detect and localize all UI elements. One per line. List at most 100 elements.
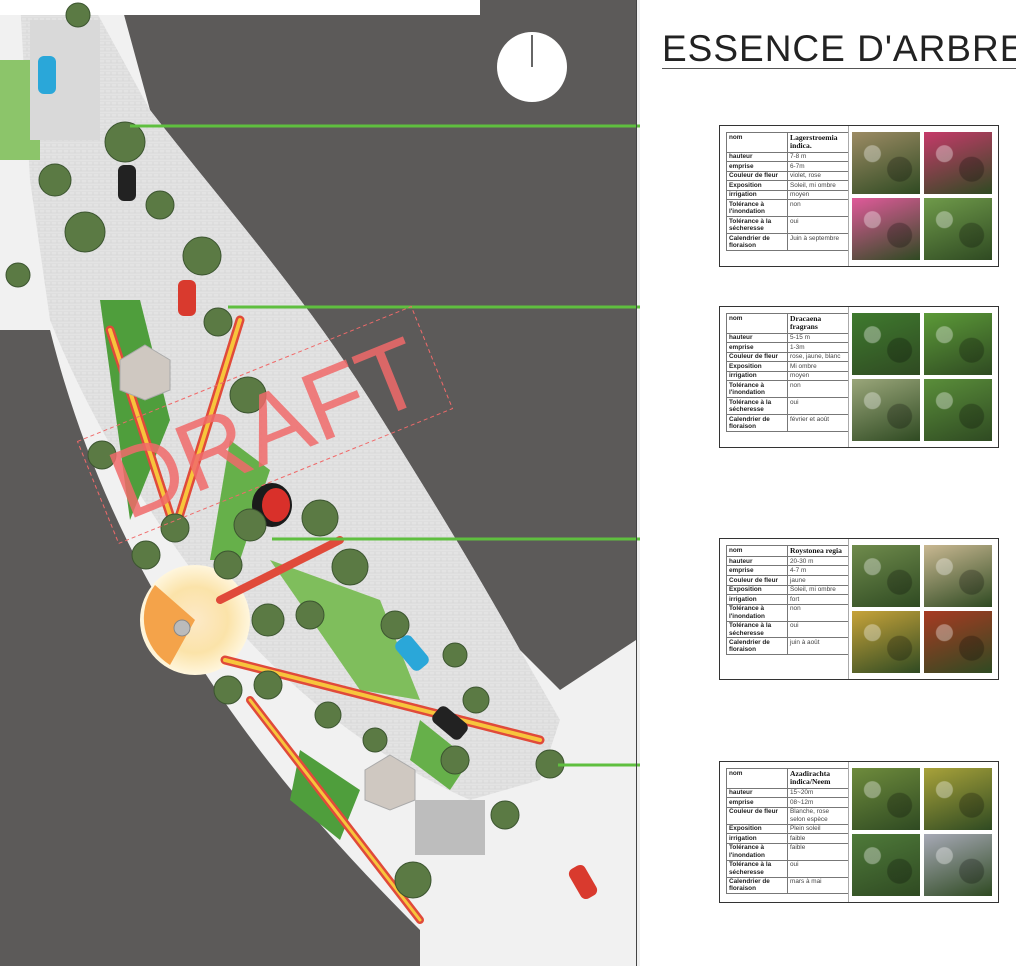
spec-value: mars à mai (787, 876, 849, 895)
spec-label: Calendrier de floraison (726, 233, 788, 252)
spec-label: nom (726, 768, 788, 789)
spec-value: non (787, 199, 849, 218)
spec-value: juin à août (787, 637, 849, 656)
spec-value: Juin à septembre (787, 233, 849, 252)
dracaena-leaves-photo (924, 313, 992, 375)
dracaena-flower-photo (852, 379, 920, 441)
spec-value: faible (787, 833, 849, 844)
spec-value: oui (787, 620, 849, 639)
spec-label: Couleur de fleur (726, 575, 788, 586)
spec-value: oui (787, 859, 849, 878)
tree-name: Dracaena fragrans (787, 313, 849, 334)
spec-label: hauteur (726, 555, 788, 567)
spec-value: violet, rose (787, 170, 849, 182)
spec-value: Mi ombre (787, 361, 849, 372)
spec-label: Tolérance à l'inondation (726, 603, 788, 622)
neem-fruit-photo (924, 768, 992, 830)
spec-label: nom (726, 132, 788, 153)
spec-label: Tolérance à l'inondation (726, 380, 788, 399)
crape-myrtle-flower-photo (852, 198, 920, 260)
spec-value: février et août (787, 414, 849, 433)
spec-value: 15~20m (787, 787, 849, 799)
spec-label: Exposition (726, 823, 788, 835)
spec-value: oui (787, 397, 849, 416)
spec-value: Soleil, mi ombre (787, 584, 849, 596)
spec-label: emprise (726, 342, 788, 353)
card-separator (848, 126, 849, 266)
spec-label: Tolérance à la sécheresse (726, 397, 788, 416)
spec-label: Tolérance à la sécheresse (726, 216, 788, 235)
spec-value: 1-3m (787, 342, 849, 353)
spec-value: 08~12m (787, 797, 849, 808)
spec-label: emprise (726, 565, 788, 576)
spec-value: jaune (787, 575, 849, 586)
tree-name: Lagerstroemia indica. (787, 132, 849, 153)
spec-label: Tolérance à la sécheresse (726, 859, 788, 878)
spec-value: 5-15 m (787, 332, 849, 344)
spec-label: Exposition (726, 361, 788, 372)
spec-label: emprise (726, 161, 788, 172)
spec-value: 20-30 m (787, 555, 849, 567)
spec-value: non (787, 380, 849, 399)
spec-label: Couleur de fleur (726, 806, 788, 825)
spec-label: Tolérance à la sécheresse (726, 620, 788, 639)
sheet-title: ESSENCE D'ARBRES (662, 28, 1016, 69)
spec-value: Blanche, rose selon espèce (787, 806, 849, 825)
planting-bed-3 (270, 560, 420, 700)
spec-label: Couleur de fleur (726, 170, 788, 182)
spec-label: Exposition (726, 584, 788, 596)
spec-label: Exposition (726, 180, 788, 191)
plaza-orange-wedge (143, 585, 195, 665)
neem-foliage-photo (852, 768, 920, 830)
spec-label: Tolérance à l'inondation (726, 199, 788, 218)
spec-value: oui (787, 216, 849, 235)
top-strip (0, 0, 480, 15)
spec-label: Calendrier de floraison (726, 414, 788, 433)
spec-label: irrigation (726, 594, 788, 605)
spec-label: hauteur (726, 787, 788, 799)
planting-bed-2 (210, 440, 270, 560)
spec-label: hauteur (726, 151, 788, 163)
dracaena-rosette-photo (924, 379, 992, 441)
spec-label: irrigation (726, 833, 788, 844)
crape-myrtle-nursery-photo (852, 132, 920, 194)
spec-value: moyen (787, 189, 849, 201)
neem-tree-photo (852, 834, 920, 896)
crape-myrtle-leaves-photo (924, 198, 992, 260)
neem-flower-photo (924, 834, 992, 896)
tree-canopies (5, 2, 565, 899)
royal-palm-fruit-photo (924, 611, 992, 673)
spec-label: Calendrier de floraison (726, 637, 788, 656)
spec-label: hauteur (726, 332, 788, 344)
spec-label: emprise (726, 797, 788, 808)
spec-value: Soleil, mi ombre (787, 180, 849, 191)
tree-name: Roystonea regia (787, 545, 849, 557)
spec-label: nom (726, 313, 788, 334)
site-plan: DRAFT (0, 0, 640, 966)
building-block-east (120, 0, 636, 690)
royal-palm-trunks-photo (924, 545, 992, 607)
spec-label: irrigation (726, 370, 788, 382)
spec-value: Plein soleil (787, 823, 849, 835)
spec-value: rose, jaune, blanc (787, 351, 849, 363)
spec-value: fort (787, 594, 849, 605)
spec-value: non (787, 603, 849, 622)
card-separator (848, 307, 849, 447)
leader-lines (130, 124, 640, 767)
red-semicircle-inner (262, 488, 290, 522)
spec-label: nom (726, 545, 788, 557)
plaza-fountain (173, 619, 191, 637)
sheet-divider (636, 0, 637, 966)
card-separator (848, 762, 849, 902)
tree-name: Azadirachta indica/Neem (787, 768, 849, 789)
spec-label: Tolérance à l'inondation (726, 842, 788, 861)
spec-label: Couleur de fleur (726, 351, 788, 363)
